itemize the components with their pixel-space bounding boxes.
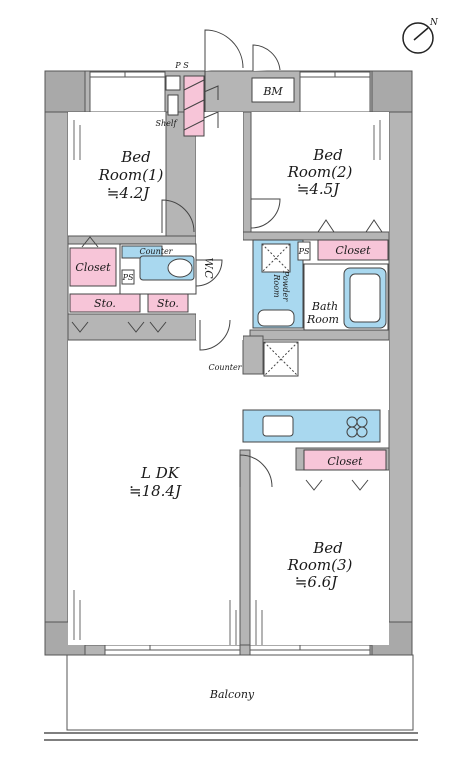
balcony-label: Balcony: [209, 688, 255, 701]
storage-row: Sto. Sto.: [69, 293, 231, 351]
counter-wc-label: Counter: [139, 247, 173, 256]
bath-line1: Bath: [311, 300, 338, 313]
ps-top-label: P S: [174, 61, 189, 70]
closet-left-label: Closet: [75, 261, 111, 274]
powder-room-line2: Room: [272, 273, 281, 298]
bed2-size: ≒4.5J: [297, 180, 340, 198]
counter-lower-label: Counter: [208, 363, 242, 372]
bath-line2: Room: [306, 313, 339, 326]
sto2-label: Sto.: [157, 297, 179, 310]
bed-room-2: Bed Room(2) ≒4.5J: [250, 146, 383, 233]
hallway: [196, 112, 243, 340]
ps-shelf-area: P S Shelf: [156, 61, 219, 137]
kitchen-counter: [242, 409, 381, 443]
balcony: Balcony: [44, 654, 418, 741]
ldk-size: ≒18.4J: [129, 482, 182, 500]
service-block: Powder Room PS Closet Bath Room: [252, 239, 389, 331]
top-windows: [89, 71, 371, 113]
ps-wc-label: PS: [122, 273, 134, 282]
bed3-name: Bed: [312, 539, 343, 557]
ldk: L DK ≒18.4J: [129, 454, 273, 500]
bed1-room: Room(1): [98, 166, 164, 184]
closet-bed3-label: Closet: [327, 455, 363, 468]
compass-label: N: [429, 18, 439, 28]
closet-right-label: Closet: [335, 244, 371, 257]
bm-box: BM: [251, 77, 295, 103]
ldk-name: L DK: [140, 464, 180, 482]
bed2-name: Bed: [312, 146, 343, 164]
bed1-size: ≒4.2J: [107, 184, 150, 202]
room-floors: [68, 112, 389, 645]
ps-small-label: PS: [298, 247, 310, 256]
bottom-windows: [104, 644, 371, 656]
bed3-room: Room(3): [287, 556, 353, 574]
shelf-label: Shelf: [156, 119, 179, 128]
bed1-name: Bed: [120, 148, 151, 166]
bm-label: BM: [262, 85, 283, 98]
entrance-doors: [204, 29, 281, 112]
bed-room-3: Closet Bed Room(3) ≒6.6J: [287, 449, 387, 591]
window-ticks: [73, 120, 381, 645]
powder-room-line1: Powder: [281, 270, 290, 303]
bed-room-1: Bed Room(1) ≒4.2J: [98, 148, 195, 233]
wc-label: W.C: [202, 257, 215, 279]
compass-north-icon: N: [402, 18, 439, 54]
counter-lower-area: Counter: [208, 341, 299, 377]
bed2-room: Room(2): [287, 163, 353, 181]
sto1-label: Sto.: [94, 297, 116, 310]
bed3-size: ≒6.6J: [295, 573, 338, 591]
closet-wc-row: Closet Counter PS W.C: [69, 236, 223, 295]
